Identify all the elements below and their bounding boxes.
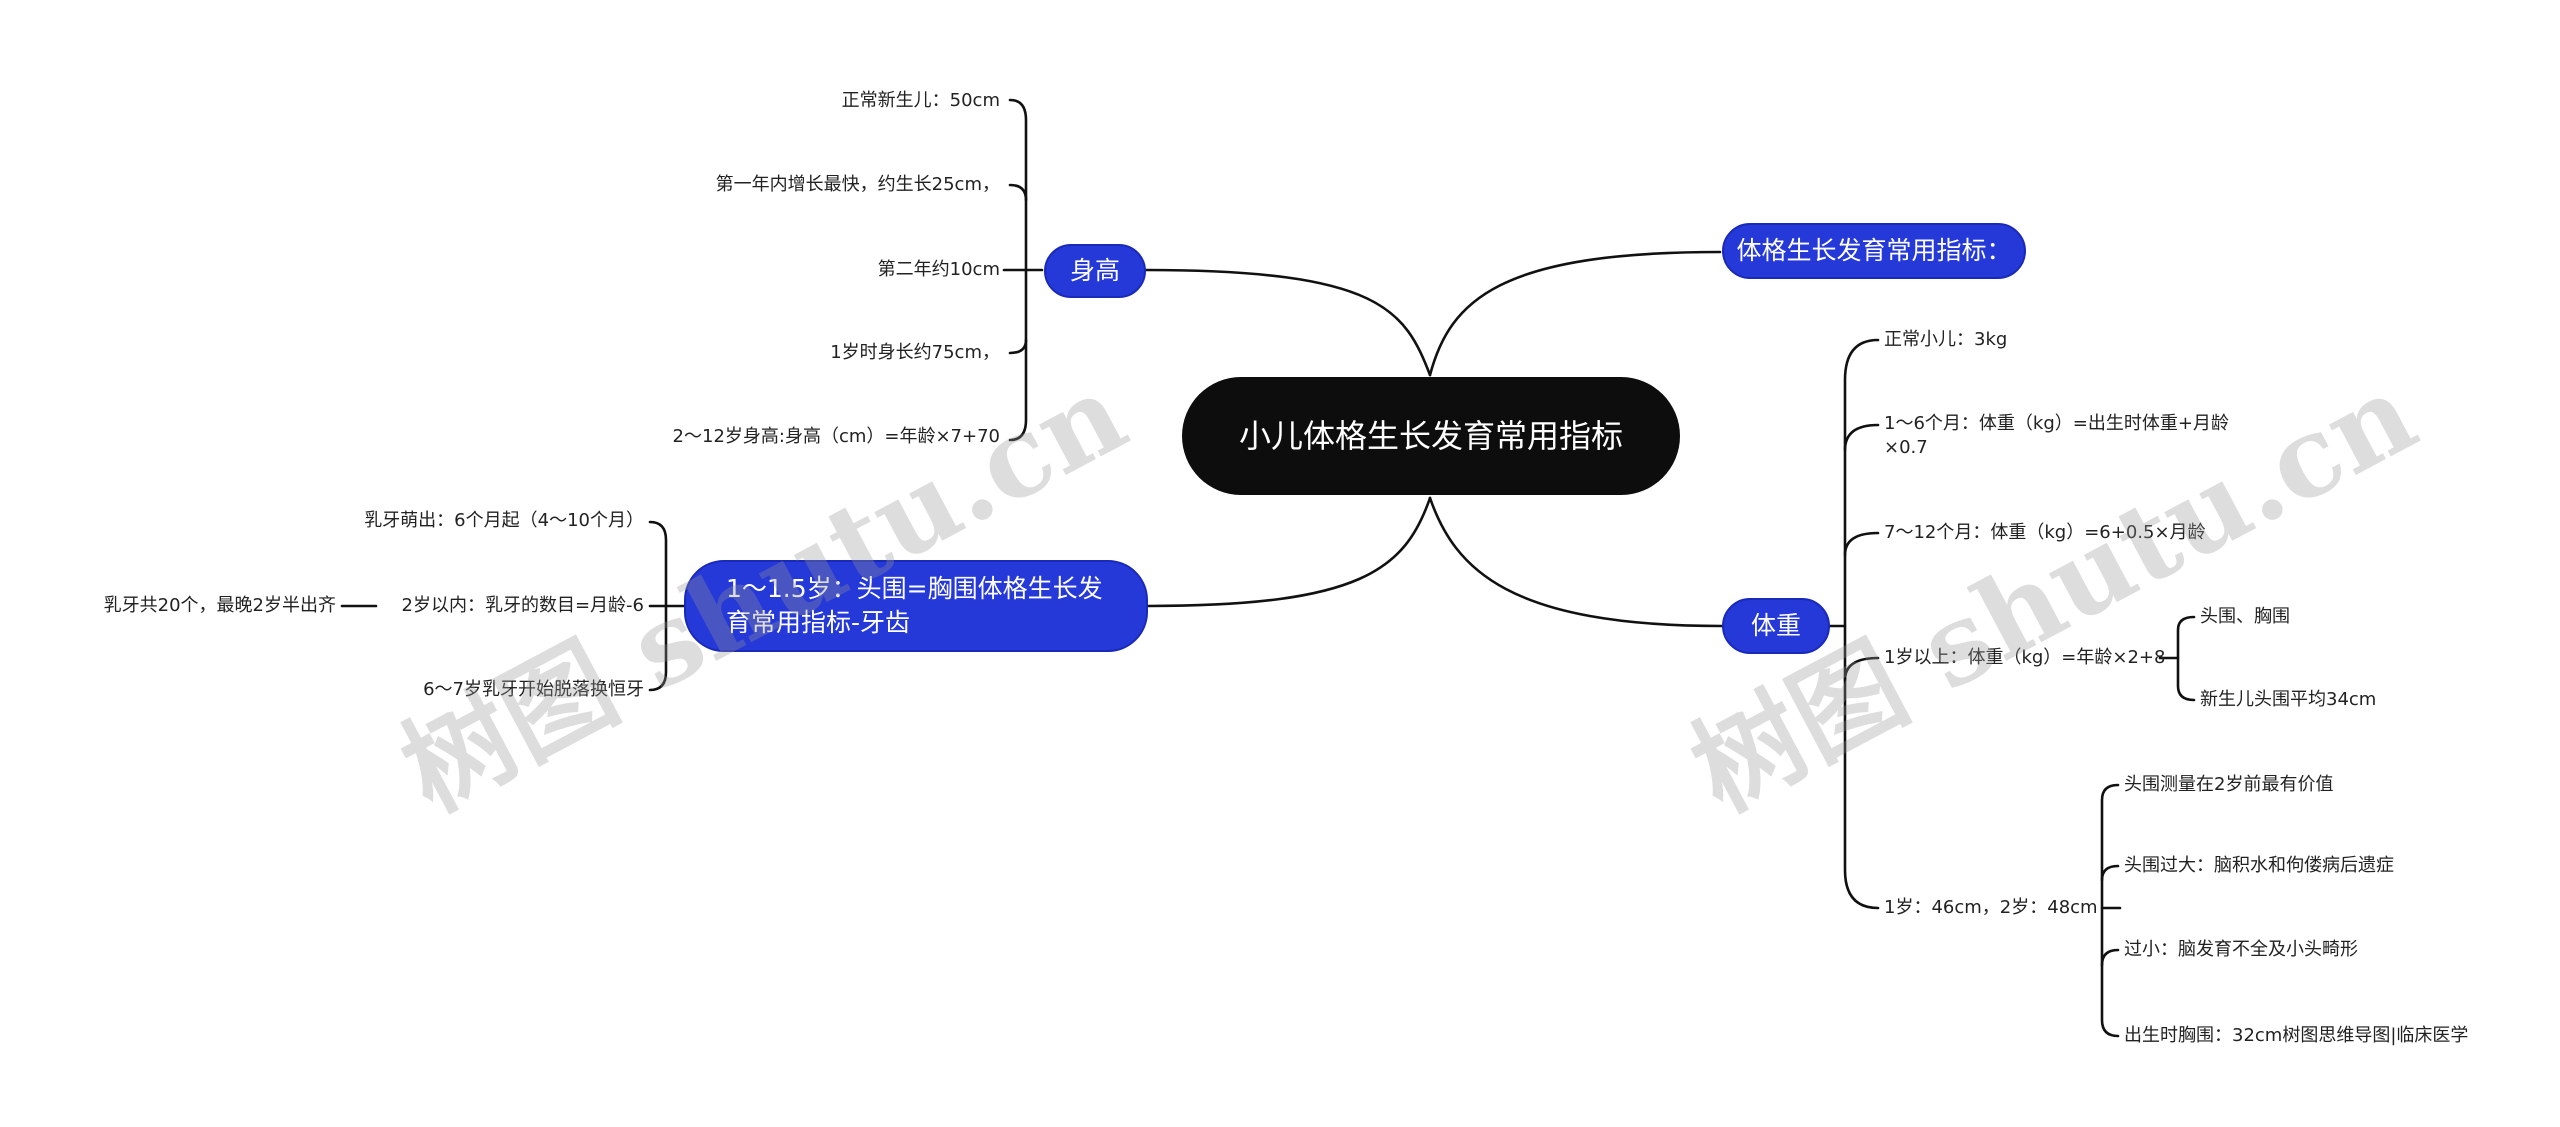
weight-item-1[interactable]: 正常小儿：3kg (1884, 327, 2184, 353)
teeth-sub-item-text: 乳牙共20个，最晚2岁半出齐 (103, 595, 336, 616)
edge-root-teeth (1146, 496, 1432, 608)
branch-weight[interactable]: 体重 (1722, 598, 1830, 654)
height-item-2-text: 第一年内增长最快，约生长25cm， (715, 174, 1000, 195)
branch-height-label: 身高 (1069, 256, 1120, 285)
bracket-head (2100, 783, 2120, 1038)
height-item-2[interactable]: 第一年内增长最快，约生长25cm， (600, 172, 1000, 198)
edge-head-item2 (2100, 864, 2120, 882)
height-item-1-text: 正常新生儿：50cm (841, 90, 1000, 111)
height-item-3[interactable]: 第二年约10cm (600, 257, 1000, 283)
edge-weight-item4 (1843, 656, 1880, 682)
head-child-4[interactable]: 出生时胸围：32cm树图思维导图|临床医学 (2124, 1023, 2544, 1049)
branch-indicators[interactable]: 体格生长发育常用指标： (1722, 223, 2026, 279)
head-child-1[interactable]: 头围测量在2岁前最有价值 (2124, 772, 2524, 798)
bracket-above1 (2176, 615, 2196, 702)
teeth-sub-item[interactable]: 乳牙共20个，最晚2岁半出齐 (20, 593, 336, 619)
weight-item-3-text: 7～12个月：体重（kg）=6+0.5×月龄 (1884, 522, 2206, 543)
height-item-4[interactable]: 1岁时身长约75cm， (600, 340, 1000, 366)
height-item-3-text: 第二年约10cm (877, 259, 1000, 280)
edge-root-height (1144, 268, 1432, 377)
edge-weight-item2 (1843, 423, 1880, 452)
root-title: 小儿体格生长发育常用指标 (1238, 417, 1623, 455)
weight-item-5[interactable]: 1岁：46cm，2岁：48cm (1884, 895, 2124, 921)
edge-root-indicators (1428, 250, 1722, 377)
bracket-height (1008, 98, 1028, 442)
edge-weight-item3 (1843, 531, 1880, 557)
weight-item-2[interactable]: 1～6个月：体重（kg）=出生时体重+月龄×0.7 (1884, 412, 2264, 462)
teeth-item-3-text: 6～7岁乳牙开始脱落换恒牙 (423, 679, 644, 700)
branch-indicators-label: 体格生长发育常用指标： (1736, 236, 2012, 265)
weight-item-3[interactable]: 7～12个月：体重（kg）=6+0.5×月龄 (1884, 520, 2284, 546)
teeth-item-1[interactable]: 乳牙萌出：6个月起（4～10个月） (250, 508, 644, 534)
teeth-item-3[interactable]: 6～7岁乳牙开始脱落换恒牙 (250, 677, 644, 703)
above1-child-1-text: 头围、胸围 (2200, 606, 2290, 627)
teeth-item-2[interactable]: 2岁以内：乳牙的数目=月龄-6 (300, 593, 644, 619)
branch-teeth[interactable]: 1～1.5岁：头围=胸围体格生长发育常用指标-牙齿 (684, 560, 1148, 652)
weight-item-5-text: 1岁：46cm，2岁：48cm (1884, 897, 2098, 918)
root-node[interactable]: 小儿体格生长发育常用指标 (1182, 377, 1680, 495)
above1-child-2-text: 新生儿头围平均34cm (2200, 689, 2377, 710)
edge-head-item3 (2100, 948, 2120, 967)
head-child-1-text: 头围测量在2岁前最有价值 (2124, 774, 2334, 795)
teeth-item-1-text: 乳牙萌出：6个月起（4～10个月） (364, 510, 644, 531)
branch-teeth-label: 1～1.5岁：头围=胸围体格生长发育常用指标-牙齿 (726, 574, 1103, 637)
bracket-teeth (648, 520, 668, 692)
weight-item-2-text: 1～6个月：体重（kg）=出生时体重+月龄×0.7 (1884, 413, 2229, 458)
edge-height-item4 (1008, 338, 1028, 355)
branch-height[interactable]: 身高 (1044, 244, 1146, 298)
above1-child-1[interactable]: 头围、胸围 (2200, 604, 2440, 630)
head-child-3[interactable]: 过小：脑发育不全及小头畸形 (2124, 937, 2524, 963)
weight-item-4[interactable]: 1岁以上：体重（kg）=年龄×2+8 (1884, 645, 2166, 671)
head-child-2-text: 头围过大：脑积水和佝偻病后遗症 (2124, 855, 2394, 876)
head-child-4-text: 出生时胸围：32cm树图思维导图|临床医学 (2124, 1025, 2469, 1046)
height-item-1[interactable]: 正常新生儿：50cm (600, 88, 1000, 114)
head-child-2[interactable]: 头围过大：脑积水和佝偻病后遗症 (2124, 853, 2524, 879)
teeth-item-2-text: 2岁以内：乳牙的数目=月龄-6 (401, 595, 644, 616)
height-item-5[interactable]: 2～12岁身高:身高（cm）=年龄×7+70 (540, 424, 1000, 450)
edge-root-weight (1428, 496, 1724, 628)
bracket-weight (1843, 338, 1880, 910)
edge-height-mid (1008, 183, 1028, 202)
head-child-3-text: 过小：脑发育不全及小头畸形 (2124, 939, 2358, 960)
height-item-5-text: 2～12岁身高:身高（cm）=年龄×7+70 (672, 426, 1000, 447)
height-item-4-text: 1岁时身长约75cm， (830, 342, 1000, 363)
branch-weight-label: 体重 (1750, 611, 1801, 640)
weight-item-1-text: 正常小儿：3kg (1884, 329, 2008, 350)
above1-child-2[interactable]: 新生儿头围平均34cm (2200, 687, 2440, 713)
weight-item-4-text: 1岁以上：体重（kg）=年龄×2+8 (1884, 647, 2166, 668)
